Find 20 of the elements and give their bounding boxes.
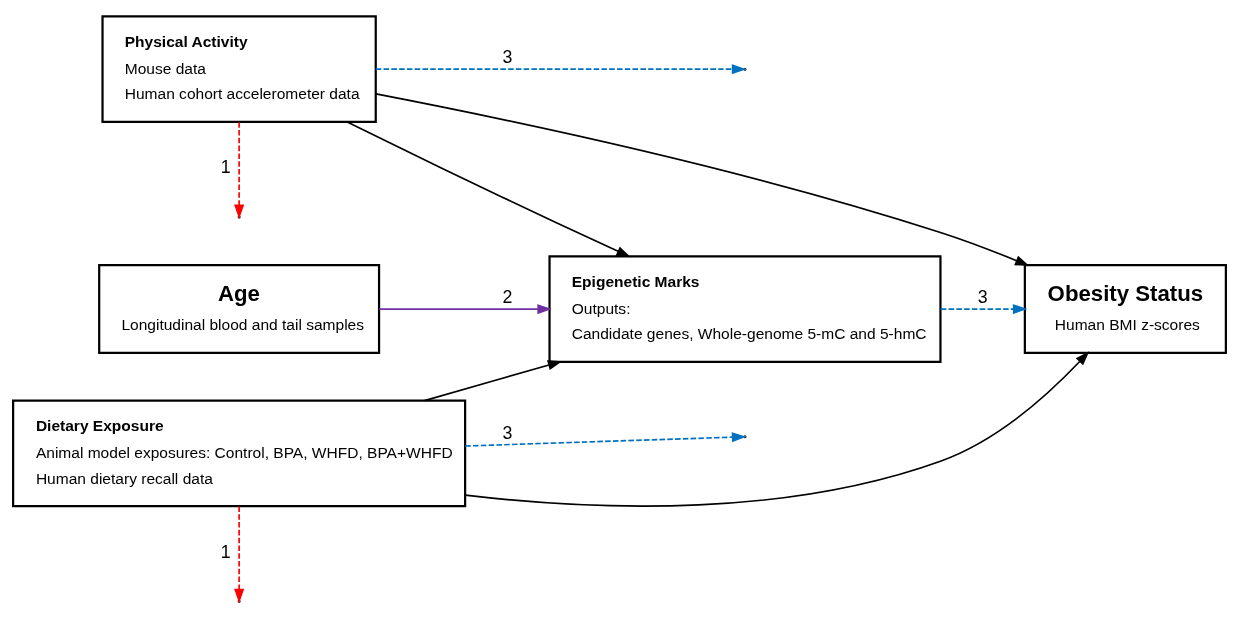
arrow [346, 121, 631, 258]
edge-label: 3 [977, 287, 988, 308]
arrow [378, 304, 552, 315]
arrow [375, 64, 747, 75]
node-box: Age Longitudinal blood and tail samples [98, 264, 381, 355]
edge-label: 1 [220, 157, 231, 178]
node-box: Obesity Status Human BMI z-scores [1023, 264, 1227, 355]
edge-label: 2 [502, 287, 513, 308]
arrow [939, 304, 1028, 315]
edge-label: 3 [502, 422, 513, 443]
node-box: Dietary Exposure Animal model exposures: Control, BPA, WHFD, BPA+WHFD Human dietary recall data [12, 399, 467, 508]
node-box: Physical Activity Mouse data Human cohort accelerometer data [101, 15, 377, 124]
edge-label: 1 [220, 541, 231, 562]
arrow [234, 505, 245, 604]
edge-label: 3 [502, 47, 513, 68]
arrow [464, 351, 1090, 507]
arrow [464, 432, 747, 447]
node-box: Epigenetic Marks Outputs: Candidate genes, Whole-genome 5-mC and 5-hmC [548, 255, 942, 363]
arrow [423, 360, 563, 402]
arrow [375, 93, 1030, 266]
